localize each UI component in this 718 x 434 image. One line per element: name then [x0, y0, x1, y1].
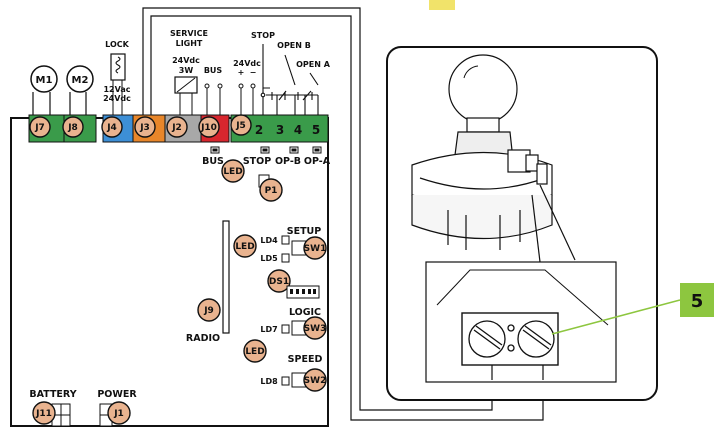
terminal-number: 5 — [312, 123, 320, 137]
j1-label: J1 — [113, 409, 124, 419]
callout-leader — [551, 299, 681, 335]
ld8-label: LD8 — [260, 377, 278, 386]
ld5-led — [281, 253, 290, 263]
lock-voltage-2: 24Vdc — [103, 94, 131, 103]
badge-j10: J10 — [198, 116, 220, 138]
badge-sw1: SW1 — [303, 236, 327, 260]
sw1-label: SW1 — [304, 244, 327, 254]
service-voltage: 24Vdc — [172, 56, 200, 65]
j9-label: J9 — [203, 306, 214, 316]
screw-terminal-icon — [468, 320, 555, 358]
v24-terminals — [238, 83, 256, 116]
motor-m1: M1 — [30, 65, 58, 116]
flashing-lamp-drawing — [411, 54, 576, 263]
badge-j3: J3 — [134, 116, 156, 138]
ld4-label: LD4 — [260, 236, 278, 245]
motor-m2: M2 — [66, 65, 94, 116]
switch-contacts-icon — [260, 44, 319, 116]
service-light-icon — [174, 76, 198, 116]
open-a-top-label: OPEN A — [296, 60, 331, 69]
opb-led-label: OP-B — [275, 156, 301, 167]
motor-m1-label: M1 — [36, 75, 53, 86]
callout-5-label: 5 — [691, 291, 704, 312]
ld7-led — [281, 324, 290, 334]
callout-5-badge — [680, 283, 714, 317]
battery-label: BATTERY — [29, 389, 76, 400]
terminal-number: 4 — [294, 123, 302, 137]
badge-j7: J7 — [29, 116, 51, 138]
badge-ds1: DS1 — [267, 269, 291, 293]
badge-j5: J5 — [230, 114, 252, 136]
motor-m2-label: M2 — [72, 75, 89, 86]
led-top-label: LED — [223, 167, 242, 177]
badge-j8: J8 — [62, 116, 84, 138]
status-led-row — [210, 146, 322, 154]
setup-label: SETUP — [287, 226, 322, 237]
badge-j9: J9 — [197, 298, 221, 322]
ld7-label: LD7 — [260, 325, 277, 334]
wire-outer — [142, 7, 493, 411]
badge-j3-label: J3 — [139, 123, 150, 133]
wire-inner — [150, 15, 544, 421]
led-mid-label: LED — [235, 242, 254, 252]
power-label: POWER — [97, 389, 137, 400]
led-low-label: LED — [245, 347, 264, 357]
bus-top-label: BUS — [204, 66, 223, 75]
badge-led-top: LED — [221, 159, 245, 183]
sw3-label: SW3 — [304, 324, 327, 334]
v24-label: 24Vdc — [233, 59, 261, 68]
speed-label: SPEED — [288, 354, 323, 365]
badge-j2-label: J2 — [171, 123, 182, 133]
service-light-label-1: SERVICE — [170, 29, 208, 38]
minus-label: − — [250, 68, 257, 77]
dip-switch-icon — [286, 285, 320, 299]
badge-j4: J4 — [101, 116, 123, 138]
yellow-tab — [429, 0, 455, 10]
badge-j4-label: J4 — [106, 123, 117, 133]
badge-j11: J11 — [32, 401, 56, 425]
bus-led-label: BUS — [202, 156, 224, 167]
p1-label: P1 — [265, 186, 278, 196]
open-b-top-label: OPEN B — [277, 41, 311, 50]
ld8-led — [281, 376, 290, 386]
radio-slot — [222, 220, 230, 334]
bus-terminals — [204, 83, 223, 116]
terminal-number: 2 — [255, 123, 263, 137]
detail-outline — [436, 269, 609, 326]
badge-j10-label: J10 — [200, 123, 217, 133]
badge-j1: J1 — [107, 401, 131, 425]
terminal-number: 3 — [276, 123, 284, 137]
badge-j2: J2 — [166, 116, 188, 138]
service-light-label-2: LIGHT — [176, 39, 203, 48]
badge-sw2: SW2 — [303, 368, 327, 392]
lock-label: LOCK — [105, 40, 129, 49]
opa-led-label: OP-A — [304, 156, 331, 167]
ds1-label: DS1 — [269, 277, 289, 287]
stop-led-label: STOP — [243, 156, 271, 167]
lock-voltage-1: 12Vac — [103, 85, 130, 94]
badge-j5-label: J5 — [235, 121, 246, 131]
plus-label: + — [238, 68, 245, 77]
logic-label: LOGIC — [289, 307, 321, 318]
badge-led-low: LED — [243, 339, 267, 363]
radio-label: RADIO — [186, 333, 220, 344]
stop-top-label: STOP — [251, 31, 275, 40]
sw2-label: SW2 — [304, 376, 327, 386]
service-power: 3W — [179, 66, 194, 75]
j11-label: J11 — [35, 409, 52, 419]
lock-coil-icon — [110, 53, 126, 116]
badge-j8-label: J8 — [67, 123, 78, 133]
badge-j7-label: J7 — [34, 123, 45, 133]
ld4-led — [281, 235, 290, 245]
badge-led-mid: LED — [233, 234, 257, 258]
badge-p1: P1 — [259, 178, 283, 202]
ld5-label: LD5 — [260, 254, 278, 263]
badge-sw3: SW3 — [303, 316, 327, 340]
